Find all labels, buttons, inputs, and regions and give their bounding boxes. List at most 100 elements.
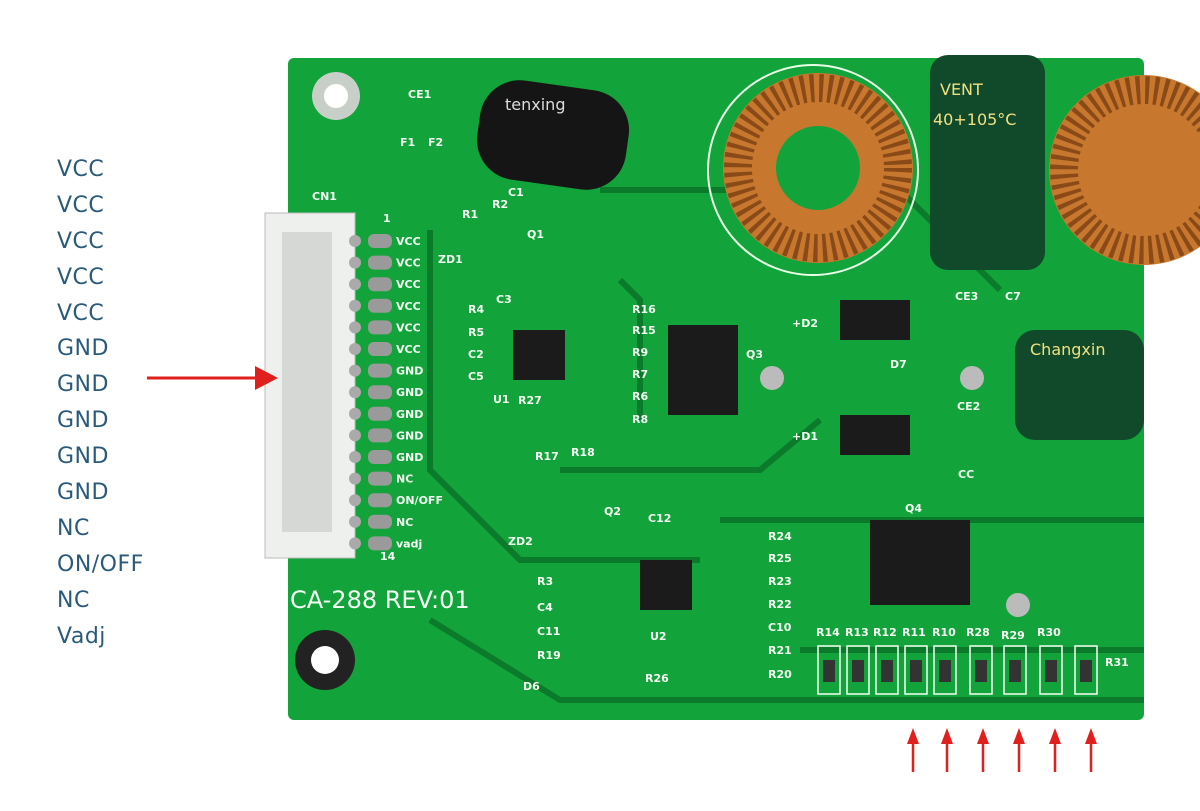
- component-label-r14: R14: [816, 626, 840, 639]
- connector-pin-silk: VCC: [396, 300, 421, 313]
- connector-pad: [368, 536, 392, 551]
- component-label-c2: C2: [468, 348, 484, 361]
- connector-pin-silk: ON/OFF: [396, 494, 443, 507]
- pin-label-8: GND: [57, 408, 109, 434]
- pin-label-11: NC: [57, 515, 90, 541]
- component-label-d2: +D2: [792, 317, 818, 330]
- pin-label-12: ON/OFF: [57, 551, 144, 577]
- component-label-r29: R29: [1001, 629, 1025, 642]
- component-label-r13: R13: [845, 626, 869, 639]
- component-label-r2: R2: [492, 198, 508, 211]
- connector-pad: [368, 363, 392, 378]
- connector-pin-silk: vadj: [396, 537, 422, 550]
- resistor-footprint: [1039, 645, 1063, 695]
- pin-label-2: VCC: [57, 192, 105, 218]
- connector-pin: [349, 494, 361, 507]
- connector-pin: [349, 537, 361, 550]
- component-label-ce2: CE2: [957, 400, 980, 413]
- resistor-footprint: [1074, 645, 1098, 695]
- resistor-footprint: [933, 645, 957, 695]
- component-label-r11: R11: [902, 626, 926, 639]
- smd-resistor: [881, 660, 893, 682]
- component-label-cc: CC: [958, 468, 974, 481]
- connector-pin-silk: VCC: [396, 257, 421, 270]
- connector-pin-silk: VCC: [396, 278, 421, 291]
- capacitor-print: tenxing: [505, 95, 565, 114]
- component-label-c1: C1: [508, 186, 524, 199]
- component-label-r16: R16: [632, 303, 656, 316]
- led-pad-arrow: [977, 728, 989, 772]
- component-label-r1: R1: [462, 208, 478, 221]
- pin-label-3: VCC: [57, 228, 105, 254]
- connector-pad: [368, 450, 392, 464]
- component-label-r23: R23: [768, 575, 792, 588]
- component-label-r9: R9: [632, 346, 648, 359]
- connector-pin-silk: VCC: [396, 343, 421, 356]
- component-label-r20: R20: [768, 668, 792, 681]
- component-label-d7: D7: [890, 358, 907, 371]
- component-label-c10: C10: [768, 621, 792, 634]
- component-label-r31: R31: [1105, 656, 1129, 669]
- component-label-r5: R5: [468, 326, 484, 339]
- resistor-footprint: [904, 645, 928, 695]
- resistor-footprint: [969, 645, 993, 695]
- connector-cn1: VCCVCCVCCVCCVCCVCCGNDGNDGNDGNDGNDNCON/OF…: [264, 212, 443, 559]
- capacitor-print: 40+105°C: [933, 110, 1016, 129]
- connector-pad: [368, 255, 392, 270]
- led-pad-arrow: [1049, 728, 1061, 772]
- component-label-r7: R7: [632, 368, 648, 381]
- smd-resistor: [823, 660, 835, 682]
- connector-pad: [368, 471, 392, 486]
- resistor-footprint: [875, 645, 899, 695]
- connector-pad: [368, 514, 392, 529]
- pin-label-13: NC: [57, 587, 90, 613]
- component-label-d6: D6: [523, 680, 540, 693]
- led-pad-arrow: [907, 728, 919, 772]
- component-label-r28: R28: [966, 626, 990, 639]
- led-pad-arrow: [1085, 728, 1097, 772]
- component-label-r18: R18: [571, 446, 595, 459]
- component-label-r17: R17: [535, 450, 559, 463]
- capacitor-print: Changxin: [1030, 340, 1105, 359]
- component-label-r21: R21: [768, 644, 792, 657]
- connector-pin: [349, 343, 361, 355]
- component-label-c12: C12: [648, 512, 671, 525]
- component-label-r4: R4: [468, 303, 484, 316]
- component-label-q4: Q4: [905, 502, 922, 515]
- connector-pin: [349, 472, 361, 485]
- connector-pin-last: 14: [380, 550, 396, 563]
- connector-pin-silk: GND: [396, 451, 423, 464]
- connector-pin: [349, 256, 361, 269]
- connector-pin-silk: VCC: [396, 235, 421, 248]
- electrolytic-capacitor-ce3: [930, 55, 1045, 270]
- component-label-q2: Q2: [604, 505, 621, 518]
- resistor-footprint: [817, 645, 841, 695]
- component-label-r15: R15: [632, 324, 656, 337]
- connector-pin: [349, 299, 361, 312]
- capacitor-print: VENT: [940, 80, 983, 99]
- smd-resistor: [1009, 660, 1021, 682]
- component-label-r27: R27: [518, 394, 542, 407]
- resistor-footprint: [1003, 645, 1027, 695]
- component-label-c7: C7: [1005, 290, 1021, 303]
- connector-pad: [368, 406, 392, 421]
- component-label-d1: +D1: [792, 430, 818, 443]
- connector-pin: [349, 321, 361, 334]
- component-label-c3: C3: [496, 293, 512, 306]
- connector-pad: [368, 342, 392, 356]
- component-label-q1: Q1: [527, 228, 544, 241]
- component-label-r10: R10: [932, 626, 956, 639]
- component-label-zd1: ZD1: [438, 253, 463, 266]
- component-label-f2: F2: [428, 136, 443, 149]
- component-label-c11: C11: [537, 625, 560, 638]
- component-label-f1: F1: [400, 136, 415, 149]
- connector-pad: [368, 428, 392, 443]
- pin-label-14: Vadj: [57, 623, 106, 649]
- connector-pad: [368, 493, 392, 508]
- component-label-r19: R19: [537, 649, 561, 662]
- connector-pin-silk: GND: [396, 408, 423, 421]
- connector-label: CN1: [312, 190, 337, 203]
- electrolytic-capacitor-ce2: [1015, 330, 1144, 440]
- component-label-r3: R3: [537, 575, 553, 588]
- pin-label-10: GND: [57, 480, 109, 506]
